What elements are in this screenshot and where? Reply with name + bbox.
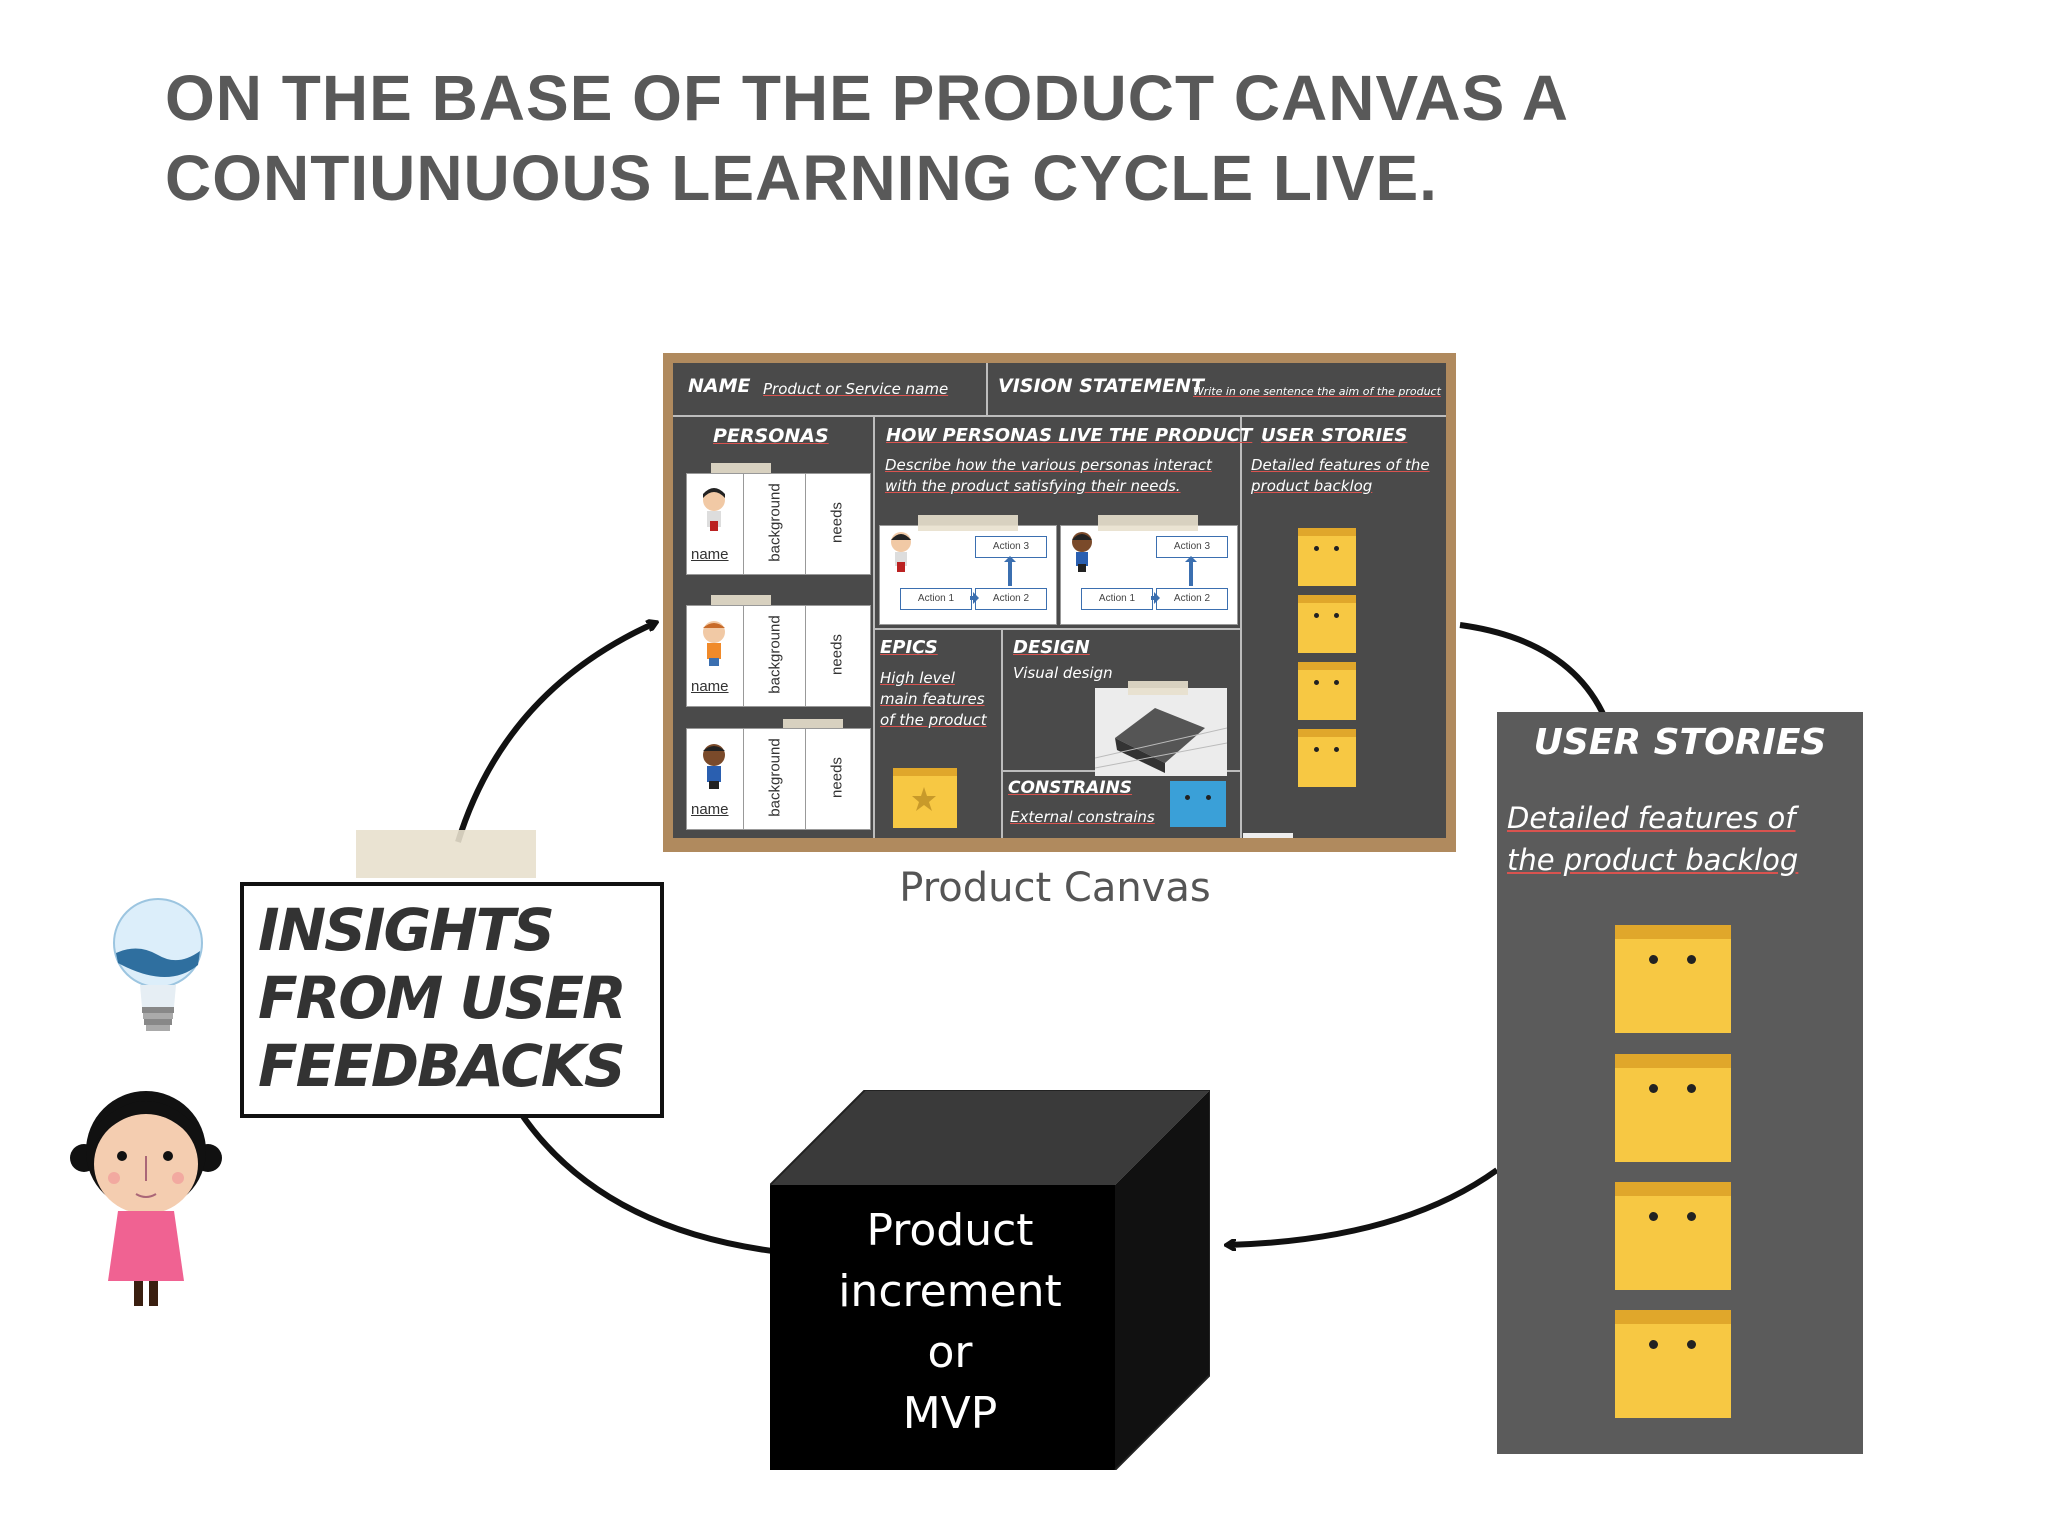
sticky-note <box>1615 1310 1731 1418</box>
persona-card: name background needs <box>686 473 871 575</box>
persona-background: background <box>766 483 784 562</box>
name-label: NAME <box>688 375 751 397</box>
tape-strip <box>356 830 536 878</box>
sticky-note <box>1298 662 1356 720</box>
board-surface: NAME Product or Service name VISION STAT… <box>673 363 1446 838</box>
epics-label: EPICS <box>880 637 938 658</box>
persona-avatar-icon <box>703 488 725 531</box>
design-image <box>1094 688 1228 776</box>
sticky-note-star <box>893 768 957 828</box>
sticky-note <box>1298 729 1356 787</box>
vision-label: VISION STATEMENT <box>998 375 1204 397</box>
arrow-canvas-to-stories <box>1459 622 1608 720</box>
action-flow-arrows <box>1151 556 1197 604</box>
sticky-note <box>1615 925 1731 1033</box>
user-stories-title: USER STORIES <box>1533 722 1827 763</box>
journey-card: Action 3 Action 1 Action 2 <box>879 525 1057 625</box>
insights-box: INSIGHTS FROM USER FEEDBACKS <box>240 882 664 1118</box>
sticky-note <box>1615 1182 1731 1290</box>
slide-title-line1: ON THE BASE OF THE PRODUCT CANVAS A <box>165 62 1569 134</box>
insights-text: INSIGHTS FROM USER FEEDBACKS <box>258 896 627 1100</box>
persona-avatar-icon <box>703 744 725 789</box>
sticky-note <box>1615 1054 1731 1162</box>
mvp-line: Product <box>866 1205 1034 1256</box>
user-stories-panel: USER STORIES Detailed features of the pr… <box>1497 712 1863 1454</box>
user-avatar <box>70 1091 222 1306</box>
mvp-line: increment <box>838 1266 1062 1317</box>
persona-needs: needs <box>828 502 846 543</box>
user-stories-desc: Detailed features of the product backlog <box>1507 801 1799 877</box>
design-label: DESIGN <box>1013 637 1090 658</box>
name-value: Product or Service name <box>763 380 949 398</box>
lightbulb-icon <box>113 898 203 1031</box>
persona-avatar-icon <box>703 621 725 666</box>
journey-card: Action 3 Action 1 Action 2 <box>1060 525 1238 625</box>
epics-desc: High level main features of the product <box>880 669 987 729</box>
slide-title: ON THE BASE OF THE PRODUCT CANVAS A CONT… <box>165 58 1765 218</box>
persona-name: name <box>691 678 729 695</box>
how-label: HOW PERSONAS LIVE THE PRODUCT <box>886 425 1253 446</box>
persona-needs: needs <box>828 634 846 675</box>
design-desc: Visual design <box>1013 664 1113 682</box>
board-user-stories-label: USER STORIES <box>1261 425 1408 446</box>
personas-label: PERSONAS <box>713 425 829 447</box>
constrains-label: CONSTRAINS <box>1008 778 1133 798</box>
mvp-cube <box>770 1090 1210 1470</box>
house-blueprint-icon <box>1094 708 1228 773</box>
persona-name: name <box>691 801 729 818</box>
persona-background: background <box>766 738 784 817</box>
product-canvas-board: NAME Product or Service name VISION STAT… <box>663 353 1456 852</box>
mvp-label: Product increment or MVP <box>780 1200 1120 1444</box>
action-flow-arrows <box>970 556 1016 604</box>
persona-card: name background needs <box>686 728 871 830</box>
action-box: Action 2 <box>975 588 1047 610</box>
sticky-note <box>1298 595 1356 653</box>
arrow-insights-to-canvas <box>455 623 655 843</box>
slide-title-line2: CONTIUNUOUS LEARNING CYCLE LIVE. <box>165 142 1438 214</box>
how-desc: Describe how the various personas intera… <box>885 456 1212 495</box>
persona-name: name <box>691 546 729 563</box>
sticky-note <box>1298 528 1356 586</box>
sticky-note-blue <box>1170 781 1226 827</box>
arrow-mvp-to-insights <box>517 1110 781 1255</box>
star-icon <box>912 787 936 811</box>
mvp-line: or <box>927 1327 973 1378</box>
persona-background: background <box>766 615 784 694</box>
arrow-stories-to-mvp <box>1228 1167 1499 1245</box>
mvp-line: MVP <box>902 1388 998 1439</box>
persona-avatar-icon <box>1072 532 1092 572</box>
persona-card: name background needs <box>686 605 871 707</box>
product-canvas-caption: Product Canvas <box>899 865 1211 911</box>
board-user-stories-desc: Detailed features of the product backlog <box>1251 456 1430 495</box>
persona-needs: needs <box>828 757 846 798</box>
constrains-desc: External constrains <box>1010 808 1155 826</box>
persona-avatar-icon <box>891 532 911 572</box>
vision-value: Write in one sentence the aim of the pro… <box>1193 385 1441 398</box>
